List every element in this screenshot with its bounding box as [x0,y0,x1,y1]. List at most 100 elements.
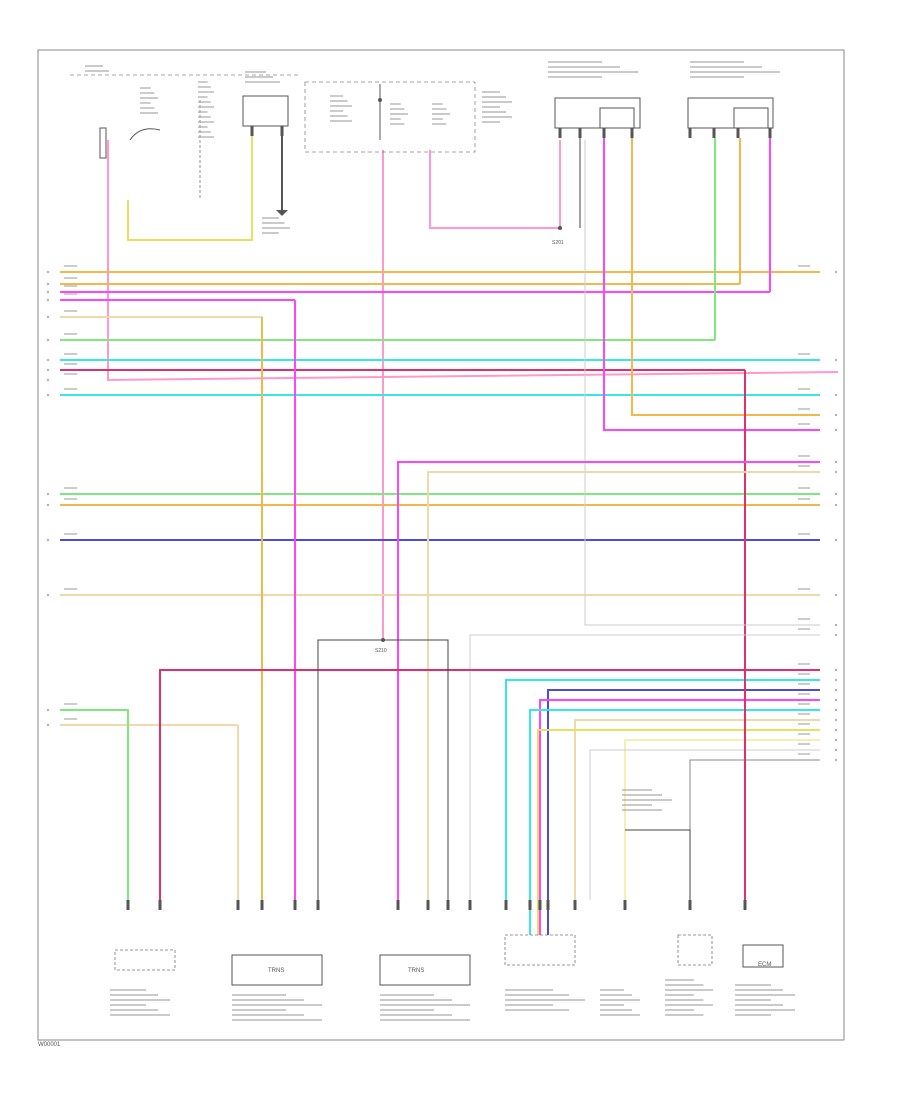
left-pin-number [47,594,49,596]
ecm-pin [743,900,747,910]
sensor-pin [602,128,606,138]
vss-ground [625,829,691,900]
sensor-2-heater [733,107,769,129]
sensor-pin [768,128,772,138]
left-pin-number [47,379,49,381]
right-pin-number [835,689,837,691]
sensor-1-purple-drop [603,138,820,431]
sensor-pin [688,128,692,138]
gray-lower [689,759,820,900]
left-pin-number [47,493,49,495]
splice-point-top [558,226,562,230]
left-pin-number [47,359,49,361]
left-trans-pin [316,900,320,910]
right-pin-number [835,729,837,731]
dlc-pin [528,900,532,910]
yellow-lower-2 [624,739,820,900]
dlc-pin [504,900,508,910]
splice-to-mid-module [383,639,449,900]
white-lower [589,749,820,900]
vss-pin [623,900,627,910]
diagram-code: W00001 [38,1042,61,1048]
dlc-pin [573,900,577,910]
fuse-to-sensor-wire [429,140,561,229]
left-trans-module [231,954,323,986]
fuse-block [304,81,476,153]
left-pin-number [47,369,49,371]
purple-mid-bus [397,461,820,900]
left-trans-pin [293,900,297,910]
mid-trans-pin [426,900,430,910]
right-pin-number [835,634,837,636]
right-pin-number [835,504,837,506]
splice-label-mid: S210 [375,648,387,654]
left-pin-number [47,271,49,273]
right-pin-number [835,471,837,473]
right-pin-number [835,414,837,416]
red-bottom-bus [159,669,820,900]
right-pin-number [835,594,837,596]
left-sensor-pin [126,900,130,910]
sensor-pin [558,128,562,138]
sensor-1-orange-drop [631,138,820,416]
left-pin-number [47,283,49,285]
tan-mid-bus [427,471,820,900]
lt-blue-lower-1 [505,679,820,900]
ecm-module [742,944,784,968]
oxygen-sensor-1 [554,97,641,129]
trs-pin [688,900,692,910]
sensor-pin [736,128,740,138]
left-pin-number [47,299,49,301]
trans-range-switch [677,934,713,966]
right-pin-number [835,493,837,495]
right-pin-number [835,749,837,751]
sensor-pin [578,128,582,138]
mid-trans-pin [396,900,400,910]
component-group [70,74,784,986]
mid-module-label: TRNS [408,968,424,974]
left-pin-number [47,316,49,318]
dlc-pin [538,900,542,910]
sensor-pin [630,128,634,138]
left-trans-pin [260,900,264,910]
right-pin-number [835,394,837,396]
left-pin-number [47,291,49,293]
right-pin-number [835,739,837,741]
fuse-element [99,127,107,159]
sensor-pin [712,128,716,138]
ground-symbol [276,210,288,216]
diagram-frame [37,49,845,1041]
left-pin-number [47,724,49,726]
oxygen-sensor-2 [687,97,774,129]
connector-pin [250,126,254,136]
dark-blue-lower [547,689,820,935]
right-pin-number [835,699,837,701]
relay-box [242,95,289,127]
left-module-label: TRNS [268,968,284,974]
label-group [47,61,837,1021]
green-left-bus [60,709,129,900]
mid-trans-pin [468,900,472,910]
tan-lower [574,719,820,900]
sensor-white-drop [584,140,820,626]
splice-label-top: S201 [552,240,564,246]
data-link-connector [504,934,576,966]
sensor-1-heater [599,107,635,129]
right-pin-number [835,679,837,681]
relay-feed-wire [127,136,253,241]
mid-trans-pin [446,900,450,910]
left-sensor-pin [158,900,162,910]
switch-contact [129,128,161,141]
right-pin-number [835,271,837,273]
splice-to-left-module [317,639,383,900]
right-pin-number [835,669,837,671]
right-pin-number [835,429,837,431]
left-pin-number [47,539,49,541]
wire-group [60,136,839,935]
left-pin-number [47,394,49,396]
splice-point-mid [381,638,385,642]
right-pin-number [835,461,837,463]
right-pin-number [835,709,837,711]
right-pin-number [835,759,837,761]
